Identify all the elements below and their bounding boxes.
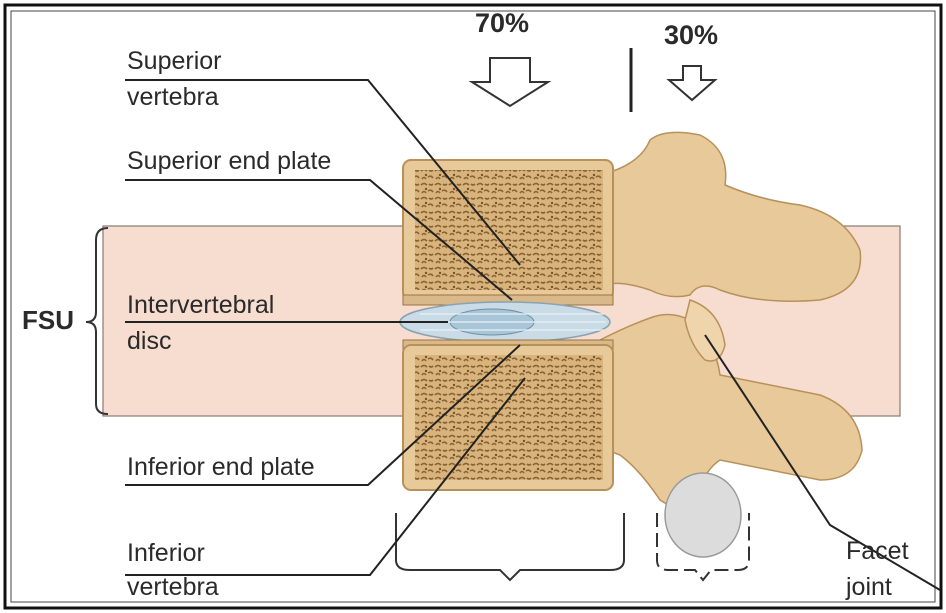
superior-vertebral-body (403, 160, 613, 305)
inferior-vertebra-label-line1: Inferior (127, 538, 205, 568)
inferior-vertebral-body (403, 340, 613, 490)
facet-capsule (665, 473, 741, 557)
inferior-end-plate-label: Inferior end plate (127, 452, 315, 482)
intervertebral-disc-label-line2: disc (127, 326, 171, 356)
facet-joint-label-line2: joint (846, 572, 892, 602)
body-bracket (396, 513, 624, 580)
load-arrow-30 (669, 66, 715, 100)
superior-vertebra-label-line2: vertebra (127, 82, 219, 112)
percent-70-label: 70% (475, 8, 529, 38)
fsu-label: FSU (22, 305, 74, 335)
intervertebral-disc-label-line1: Intervertebral (127, 290, 274, 320)
inferior-vertebra-label-line2: vertebra (127, 572, 219, 602)
percent-30-label: 30% (664, 20, 718, 50)
load-arrow-70 (472, 58, 548, 106)
facet-joint-label-line1: Facet (846, 536, 909, 566)
superior-vertebra-label-line1: Superior (127, 46, 222, 76)
superior-end-plate-label: Superior end plate (127, 146, 331, 176)
